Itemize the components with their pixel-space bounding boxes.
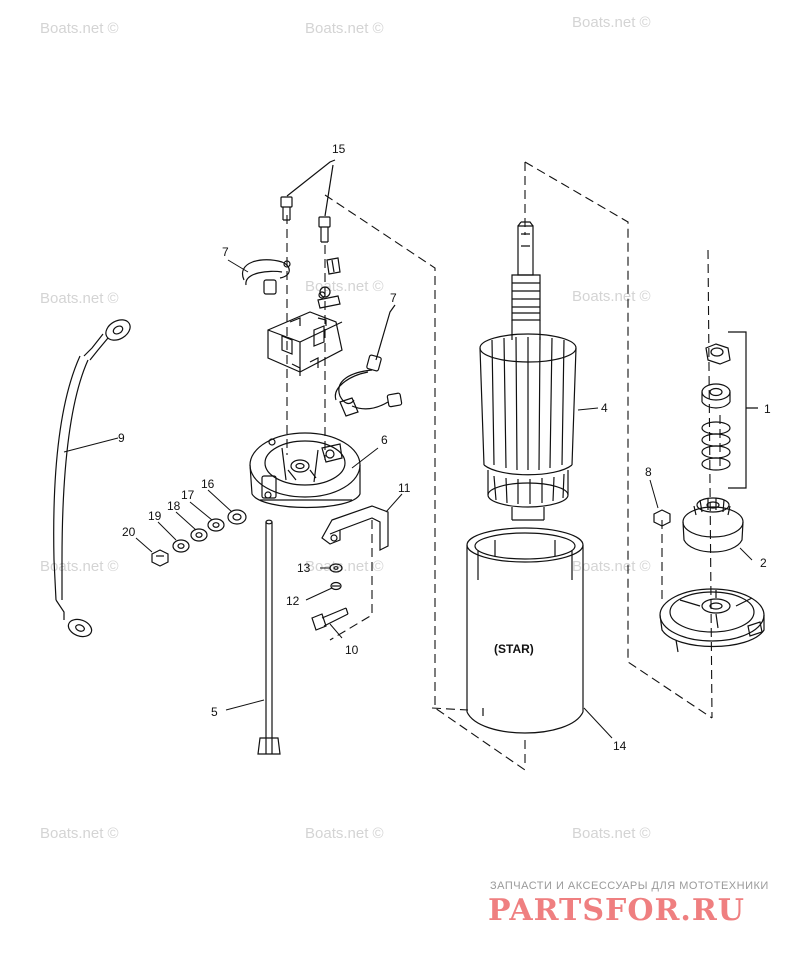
- watermark: Boats.net ©: [40, 20, 119, 37]
- bolt-10: [311, 607, 349, 631]
- watermark: Boats.net ©: [305, 20, 384, 37]
- watermark: Boats.net ©: [40, 558, 119, 575]
- brush-spring-left: [241, 259, 291, 295]
- brush-lead-wire: [334, 304, 403, 417]
- bracket: [321, 505, 389, 551]
- callout-11: 11: [398, 481, 411, 495]
- callout-16: 16: [201, 477, 215, 491]
- brand-tagline: ЗАПЧАСТИ И АКСЕССУАРЫ ДЛЯ МОТОТЕХНИКИ: [490, 880, 769, 892]
- housing: [466, 527, 584, 734]
- watermark: Boats.net ©: [40, 825, 119, 842]
- drive-spacer: [701, 383, 731, 409]
- callout-4: 4: [601, 401, 608, 415]
- callout-15: 15: [332, 142, 346, 156]
- nut-20: [151, 549, 169, 567]
- bracket-1: [728, 331, 758, 489]
- nut-8: [653, 509, 671, 527]
- watermark: Boats.net ©: [305, 825, 384, 842]
- battery-cable: [53, 319, 131, 638]
- callout-7-right: 7: [390, 291, 397, 305]
- leader-lines: [63, 259, 753, 739]
- brand-logo: PARTSFOR.RU: [488, 893, 745, 928]
- watermark: Boats.net ©: [572, 825, 651, 842]
- drive-end-cap: [659, 588, 765, 653]
- callout-10: 10: [345, 643, 359, 657]
- callout-2: 2: [760, 556, 767, 570]
- end-cap: [249, 432, 361, 509]
- callout-6: 6: [381, 433, 388, 447]
- through-bolt: [257, 519, 281, 755]
- washer-17: [207, 518, 225, 532]
- callout-18: 18: [167, 499, 181, 513]
- callout-19: 19: [148, 509, 162, 523]
- watermark: Boats.net ©: [572, 288, 651, 305]
- screws-15: [280, 159, 336, 243]
- watermark: Boats.net ©: [40, 290, 119, 307]
- callout-12: 12: [286, 594, 300, 608]
- brush-holder: [267, 311, 343, 376]
- lockwasher-12: [330, 581, 342, 591]
- housing-label: (STAR): [494, 642, 534, 656]
- watermark: Boats.net ©: [572, 14, 651, 31]
- washer-18: [190, 528, 208, 542]
- callout-5: 5: [211, 705, 218, 719]
- callout-1: 1: [764, 402, 771, 416]
- drive-spring: [701, 421, 731, 471]
- callout-8: 8: [645, 465, 652, 479]
- callout-20: 20: [122, 525, 136, 539]
- callout-9: 9: [118, 431, 125, 445]
- callout-13: 13: [297, 561, 311, 575]
- watermark: Boats.net ©: [572, 558, 651, 575]
- pinion-gear: [682, 497, 744, 553]
- washer-16: [227, 509, 247, 525]
- watermark: Boats.net ©: [305, 558, 384, 575]
- callout-14: 14: [613, 739, 627, 753]
- callout-17: 17: [181, 488, 195, 502]
- armature: [479, 221, 577, 521]
- callout-7-left: 7: [222, 245, 229, 259]
- callout-labels: 1 2 4 5 6 7 7 8 9 10 11 12 13 14 15 16 1…: [118, 142, 771, 753]
- exploded-guide-lines: [286, 161, 721, 771]
- drive-nut: [705, 343, 731, 365]
- washer-13: [329, 563, 343, 573]
- washer-19: [172, 539, 190, 553]
- brushes: [317, 257, 341, 309]
